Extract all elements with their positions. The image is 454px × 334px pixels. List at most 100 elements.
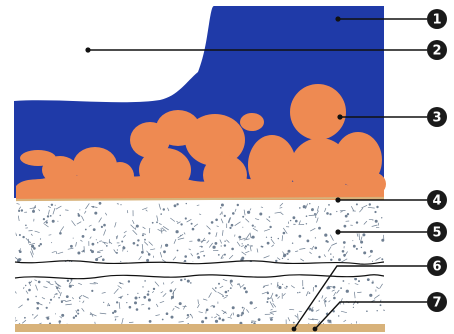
speckle-mark xyxy=(377,310,378,311)
marker-7-label: 7 xyxy=(432,296,441,311)
speckle-mark xyxy=(258,318,261,321)
speckle-mark xyxy=(127,294,128,295)
speckle-mark xyxy=(287,259,288,260)
speckle-mark xyxy=(97,242,98,243)
speckle-mark xyxy=(241,257,244,260)
speckle-mark xyxy=(106,245,108,247)
marker-2: 2 xyxy=(427,40,447,60)
speckle-mark xyxy=(144,239,146,241)
speckle-mark xyxy=(135,297,138,300)
speckle-mark xyxy=(21,209,23,211)
speckle-mark xyxy=(353,245,356,248)
speckle-mark xyxy=(36,307,39,310)
speckle-mark xyxy=(152,222,154,224)
speckle-mark xyxy=(206,309,209,312)
speckle-mark xyxy=(369,203,371,205)
speckle-mark xyxy=(38,281,41,284)
speckle-mark xyxy=(361,247,362,248)
speckle-mark xyxy=(143,296,146,299)
speckle-mark xyxy=(73,317,75,319)
speckle-mark xyxy=(127,210,128,213)
speckle-mark xyxy=(137,293,138,294)
speckle-mark xyxy=(224,244,226,246)
speckle-mark xyxy=(43,218,45,220)
speckle-mark xyxy=(299,207,301,209)
speckle-mark xyxy=(306,223,307,224)
speckle-mark xyxy=(47,317,50,320)
speckle-mark xyxy=(303,205,306,208)
speckle-mark xyxy=(77,309,79,311)
speckle-mark xyxy=(79,298,81,300)
speckle-mark xyxy=(369,294,372,297)
speckle-mark xyxy=(237,314,240,317)
speckle-mark xyxy=(360,241,363,244)
speckle-mark xyxy=(267,242,270,245)
speckle-mark xyxy=(222,295,224,297)
speckle-mark xyxy=(177,250,179,252)
speckle-mark xyxy=(77,252,80,255)
speckle-mark xyxy=(218,283,220,285)
speckle-mark xyxy=(163,283,164,285)
speckle-mark xyxy=(122,246,125,249)
speckle-mark xyxy=(333,256,334,257)
speckle-mark xyxy=(31,245,34,248)
speckle-mark xyxy=(27,298,29,300)
speckle-mark xyxy=(271,283,272,284)
speckle-mark xyxy=(314,213,316,215)
speckle-mark xyxy=(201,320,204,323)
speckle-mark xyxy=(184,255,187,258)
speckle-mark xyxy=(374,211,376,213)
speckle-mark xyxy=(186,203,187,204)
speckle-mark xyxy=(213,246,216,249)
speckle-mark xyxy=(247,244,249,246)
speckle-mark xyxy=(315,237,316,238)
speckle-mark xyxy=(128,280,130,282)
speckle-mark xyxy=(242,227,243,228)
speckle-mark xyxy=(149,228,150,233)
speckle-mark xyxy=(215,219,218,222)
speckle-mark xyxy=(185,217,187,219)
speckle-mark xyxy=(91,290,93,292)
speckle-mark xyxy=(307,240,310,243)
speckle-mark xyxy=(330,259,332,261)
marker-6-label: 6 xyxy=(432,260,441,275)
speckle-mark xyxy=(120,204,121,205)
speckle-mark xyxy=(25,225,27,227)
speckle-mark xyxy=(82,235,85,238)
speckle-mark xyxy=(278,238,279,239)
speckle-mark xyxy=(146,259,149,262)
speckle-mark xyxy=(282,258,283,259)
speckle-mark xyxy=(245,291,248,294)
speckle-mark xyxy=(250,301,253,304)
speckle-mark xyxy=(328,204,330,206)
speckle-mark xyxy=(218,317,221,320)
speckle-mark xyxy=(254,226,255,227)
speckle-mark xyxy=(271,237,272,238)
speckle-mark xyxy=(101,256,102,257)
speckle-mark xyxy=(221,245,222,246)
speckle-mark xyxy=(116,301,118,303)
speckle-mark xyxy=(184,278,186,280)
speckle-mark xyxy=(286,253,288,255)
leader-dot-3 xyxy=(337,114,342,119)
speckle-mark xyxy=(269,216,271,218)
speckle-mark xyxy=(65,210,68,211)
speckle-mark xyxy=(114,310,117,313)
marker-5: 5 xyxy=(427,222,447,242)
speckle-mark xyxy=(56,287,58,289)
speckle-mark xyxy=(302,287,304,289)
speckle-mark xyxy=(176,203,178,205)
speckle-mark xyxy=(147,293,150,296)
speckle-mark xyxy=(103,302,104,303)
speckle-mark xyxy=(93,228,96,231)
speckle-mark xyxy=(90,314,91,315)
speckle-mark xyxy=(49,302,50,303)
speckle-mark xyxy=(330,253,331,254)
speckle-mark xyxy=(192,228,195,231)
speckle-mark xyxy=(112,312,114,314)
marker-5-label: 5 xyxy=(432,226,441,241)
speckle-mark xyxy=(211,317,212,318)
speckle-mark xyxy=(222,319,225,322)
speckle-mark xyxy=(99,202,102,205)
speckle-mark xyxy=(59,232,62,235)
